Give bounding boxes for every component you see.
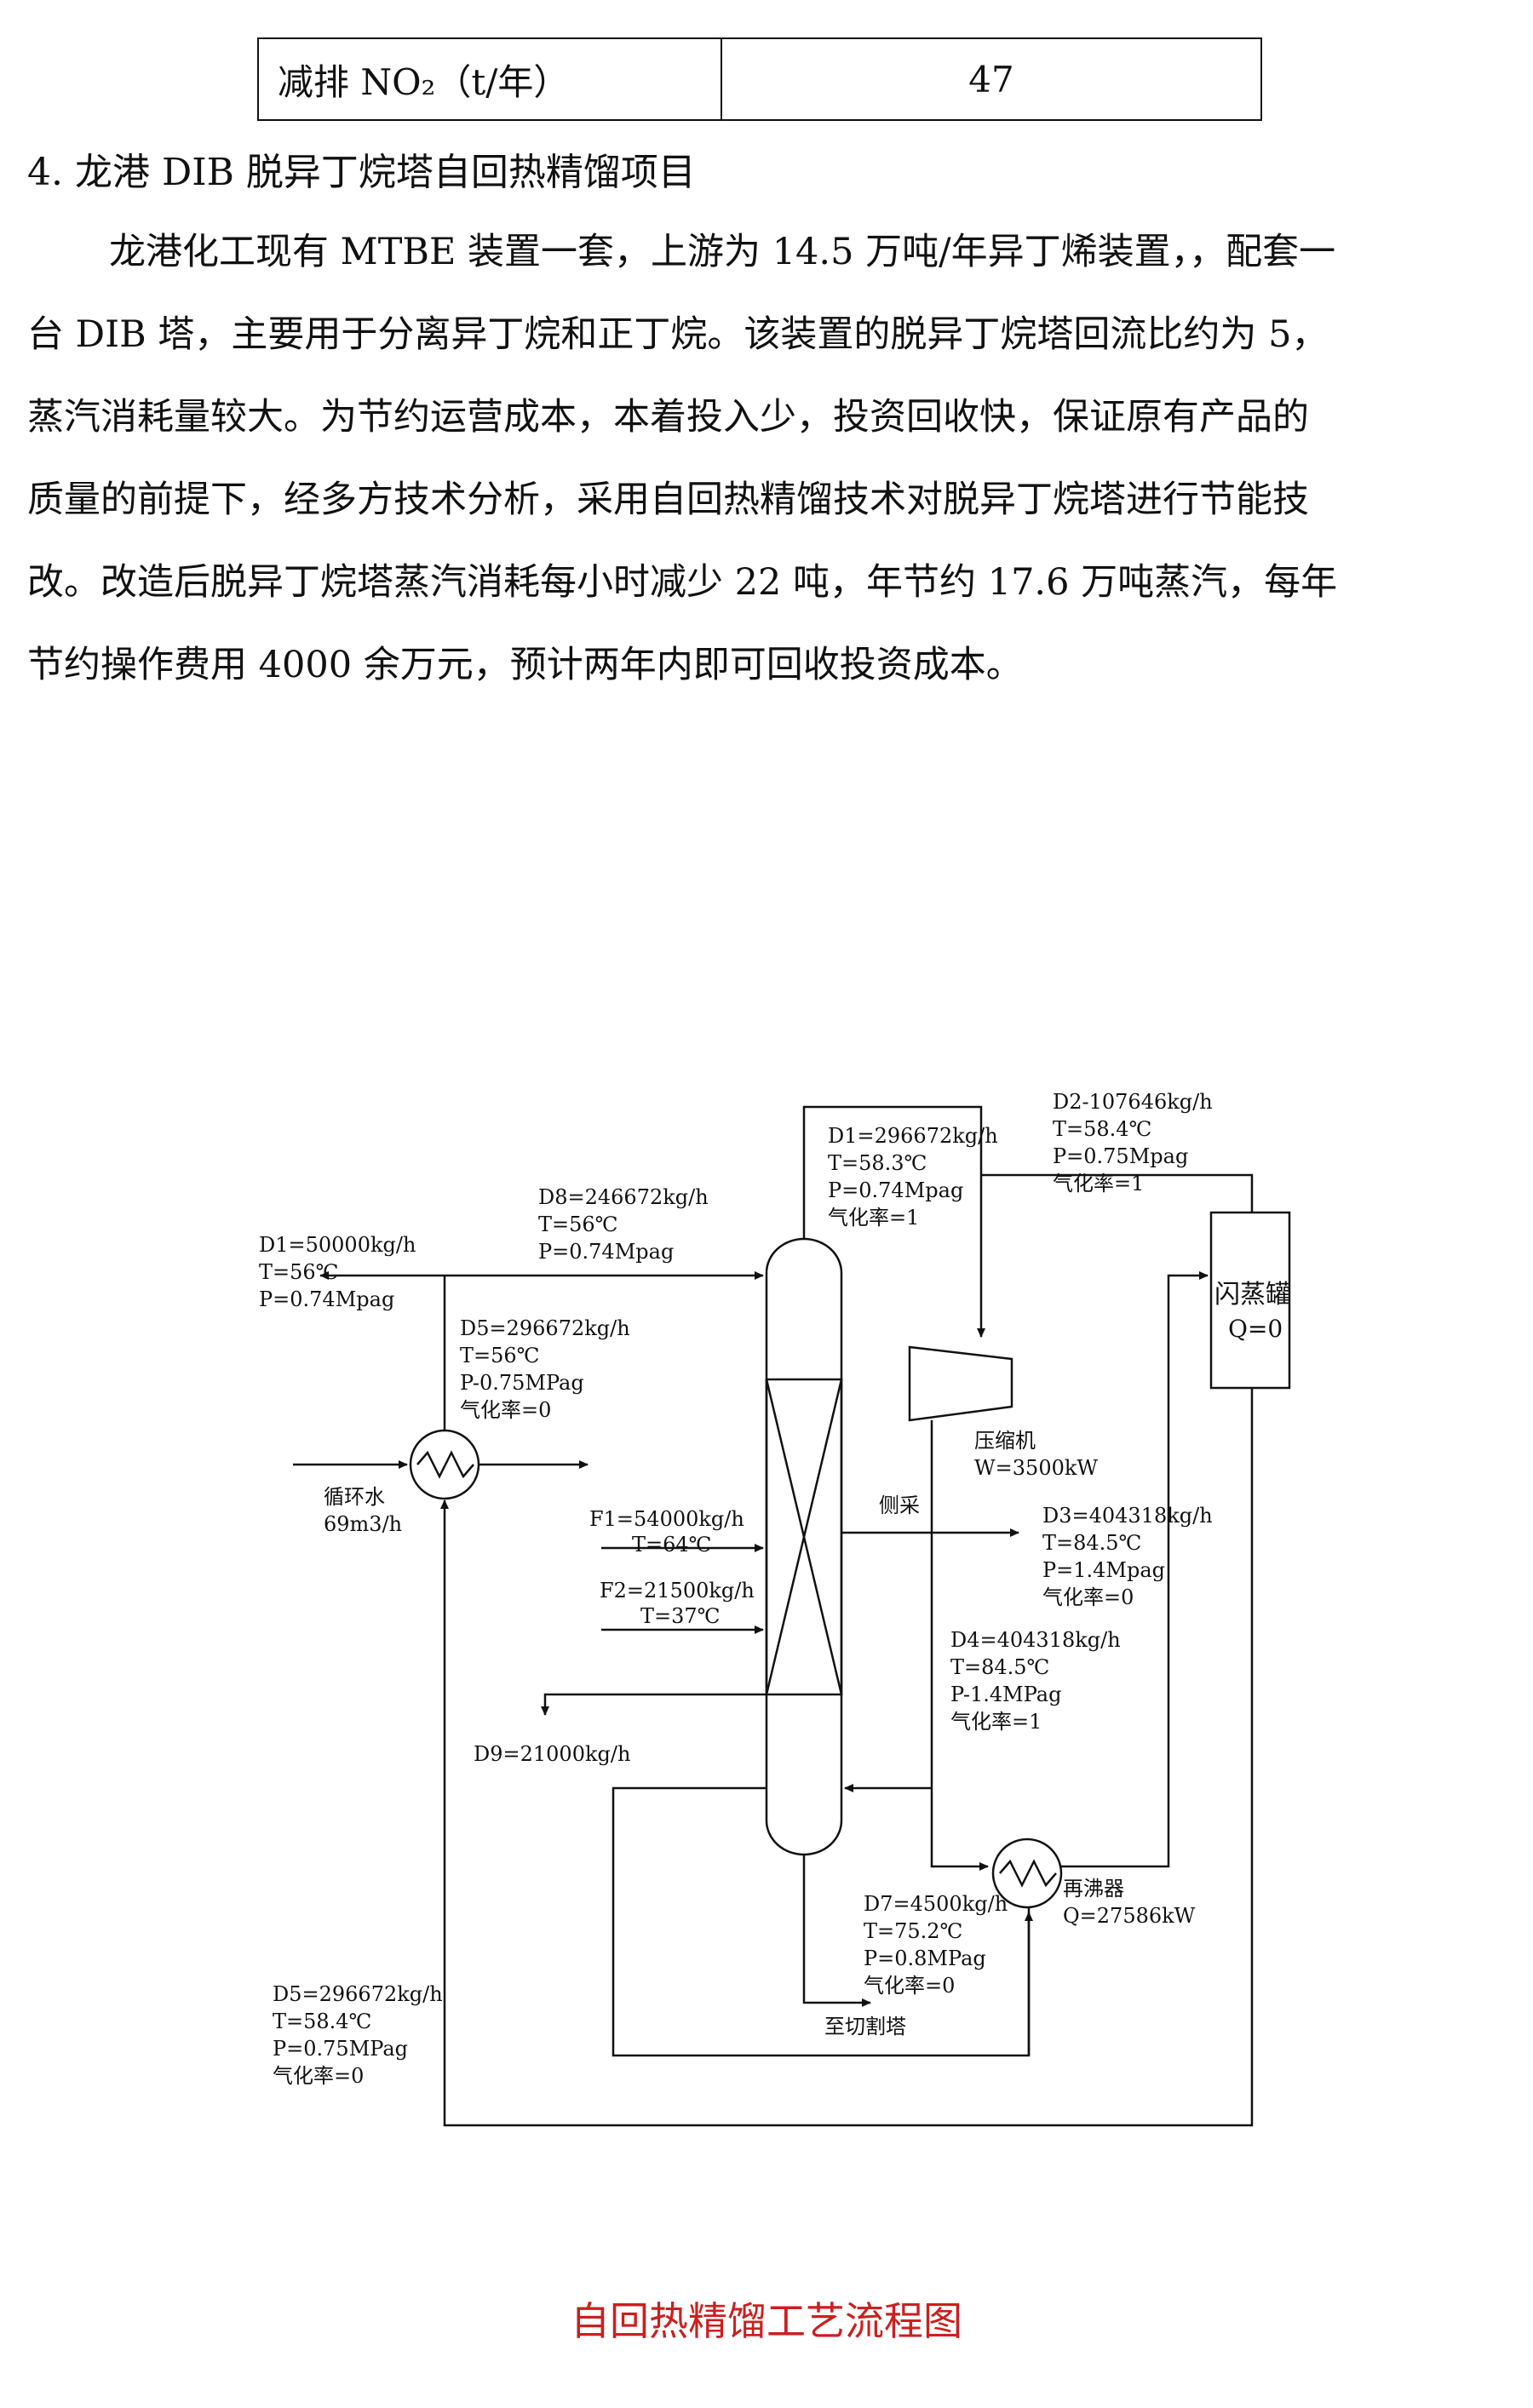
svg-text:气化率=1: 气化率=1 xyxy=(828,1206,919,1230)
svg-text:T=56℃: T=56℃ xyxy=(259,1260,339,1284)
svg-text:P=0.74Mpag: P=0.74Mpag xyxy=(538,1240,674,1264)
compressor-icon xyxy=(908,1345,1013,1422)
d1-top-label: D1=296672kg/h xyxy=(828,1124,998,1148)
paragraph-line: 蒸汽消耗量较大。为节约运营成本，本着投入少，投资回收快，保证原有产品的 xyxy=(27,396,1309,439)
d8-label: D8=246672kg/h xyxy=(538,1185,709,1209)
svg-text:气化率=0: 气化率=0 xyxy=(460,1398,551,1422)
reboiler-outlet-line xyxy=(1059,1271,1209,1868)
table-value-cell: 47 xyxy=(968,58,1014,100)
d1-left-label: D1=50000kg/h xyxy=(259,1233,416,1257)
svg-text:P-1.4MPag: P-1.4MPag xyxy=(950,1683,1061,1706)
d5-bottom-label: D5=296672kg/h xyxy=(273,1982,443,2006)
flash-bottom-line xyxy=(440,1388,1254,2127)
svg-text:T=75.2℃: T=75.2℃ xyxy=(864,1919,962,1943)
svg-text:气化率=0: 气化率=0 xyxy=(1042,1585,1134,1609)
figure-caption: 自回热精馏工艺流程图 xyxy=(571,2298,962,2344)
svg-text:Q=0: Q=0 xyxy=(1228,1315,1283,1343)
compressor-label: 压缩机 xyxy=(974,1429,1036,1453)
table-label-cell: 减排 NO₂（t/年） xyxy=(259,39,722,119)
d7-bottoms-line xyxy=(802,1855,871,2007)
flash-tank-label: 闪蒸罐 xyxy=(1214,1280,1291,1310)
svg-text:气化率=1: 气化率=1 xyxy=(1053,1172,1144,1195)
svg-text:T=64℃: T=64℃ xyxy=(632,1533,712,1557)
d2-label: D2-107646kg/h xyxy=(1053,1090,1213,1114)
project-paragraph: 龙港化工现有 MTBE 装置一套，上游为 14.5 万吨/年异丁烯装置，，配套一… xyxy=(27,211,1497,707)
svg-text:P=0.75MPag: P=0.75MPag xyxy=(273,2037,408,2061)
reboiler-icon xyxy=(991,1838,1063,1909)
svg-text:P=0.74Mpag: P=0.74Mpag xyxy=(259,1287,394,1311)
svg-text:T=56℃: T=56℃ xyxy=(460,1344,540,1367)
svg-text:P=0.74Mpag: P=0.74Mpag xyxy=(828,1178,963,1202)
reboiler-label: 再沸器 xyxy=(1063,1877,1124,1901)
paragraph-line: 节约操作费用 4000 余万元，预计两年内即可回收投资成本。 xyxy=(27,644,1023,686)
svg-text:P-0.75MPag: P-0.75MPag xyxy=(460,1371,584,1395)
svg-text:69m3/h: 69m3/h xyxy=(324,1512,402,1536)
flash-tank xyxy=(1209,1211,1291,1390)
svg-text:T=37℃: T=37℃ xyxy=(640,1604,721,1628)
section-heading: 4. 龙港 DIB 脱异丁烷塔自回热精馏项目 xyxy=(27,151,696,194)
d2-line xyxy=(981,1173,1254,1213)
compressor-outlet-line xyxy=(930,1420,989,1871)
packing-section xyxy=(765,1378,843,1696)
svg-text:T=58.4℃: T=58.4℃ xyxy=(273,2010,371,2033)
d4-label: D4=404318kg/h xyxy=(950,1628,1121,1652)
svg-text:气化率=0: 气化率=0 xyxy=(273,2064,364,2088)
d7-label: D7=4500kg/h xyxy=(864,1892,1008,1916)
svg-text:P=0.75Mpag: P=0.75Mpag xyxy=(1053,1144,1188,1168)
top-vapor-line xyxy=(802,1105,985,1338)
to-cutting-column-label: 至切割塔 xyxy=(824,2015,906,2038)
d9-line xyxy=(541,1693,766,1716)
paragraph-line: 改。改造后脱异丁烷塔蒸汽消耗每小时减少 22 吨，年节约 17.6 万吨蒸汽，每… xyxy=(27,561,1338,604)
recirculation-loop xyxy=(611,1786,1031,2057)
d9-label: D9=21000kg/h xyxy=(474,1742,630,1766)
svg-text:W=3500kW: W=3500kW xyxy=(974,1456,1098,1480)
paragraph-line: 台 DIB 塔，主要用于分离异丁烷和正丁烷。该装置的脱异丁烷塔回流比约为 5， xyxy=(27,313,1329,356)
svg-text:T=58.4℃: T=58.4℃ xyxy=(1053,1117,1151,1141)
f2-label: F2=21500kg/h xyxy=(600,1579,755,1602)
d5-top-label: D5=296672kg/h xyxy=(460,1316,630,1340)
paragraph-line: 质量的前提下，经多方技术分析，采用自回热精馏技术对脱异丁烷塔进行节能技 xyxy=(27,479,1309,521)
svg-text:气化率=1: 气化率=1 xyxy=(950,1710,1042,1734)
svg-text:T=84.5℃: T=84.5℃ xyxy=(950,1655,1049,1679)
f1-label: F1=54000kg/h xyxy=(589,1507,744,1531)
svg-text:Q=27586kW: Q=27586kW xyxy=(1063,1904,1196,1928)
svg-text:T=56℃: T=56℃ xyxy=(538,1213,618,1236)
cooling-water-label: 循环水 xyxy=(324,1485,385,1509)
svg-text:气化率=0: 气化率=0 xyxy=(864,1974,955,1998)
svg-text:T=84.5℃: T=84.5℃ xyxy=(1042,1531,1141,1555)
distillation-column xyxy=(765,1237,843,1856)
svg-text:P=1.4Mpag: P=1.4Mpag xyxy=(1042,1558,1165,1582)
paragraph-line: 龙港化工现有 MTBE 装置一套，上游为 14.5 万吨/年异丁烯装置，，配套一 xyxy=(109,231,1336,273)
d3-label: D3=404318kg/h xyxy=(1042,1504,1213,1528)
emission-table: 减排 NO₂（t/年） 47 xyxy=(257,37,1262,121)
side-draw-label: 侧采 xyxy=(879,1494,920,1517)
svg-text:P=0.8MPag: P=0.8MPag xyxy=(864,1946,986,1970)
svg-text:T=58.3℃: T=58.3℃ xyxy=(828,1151,927,1175)
